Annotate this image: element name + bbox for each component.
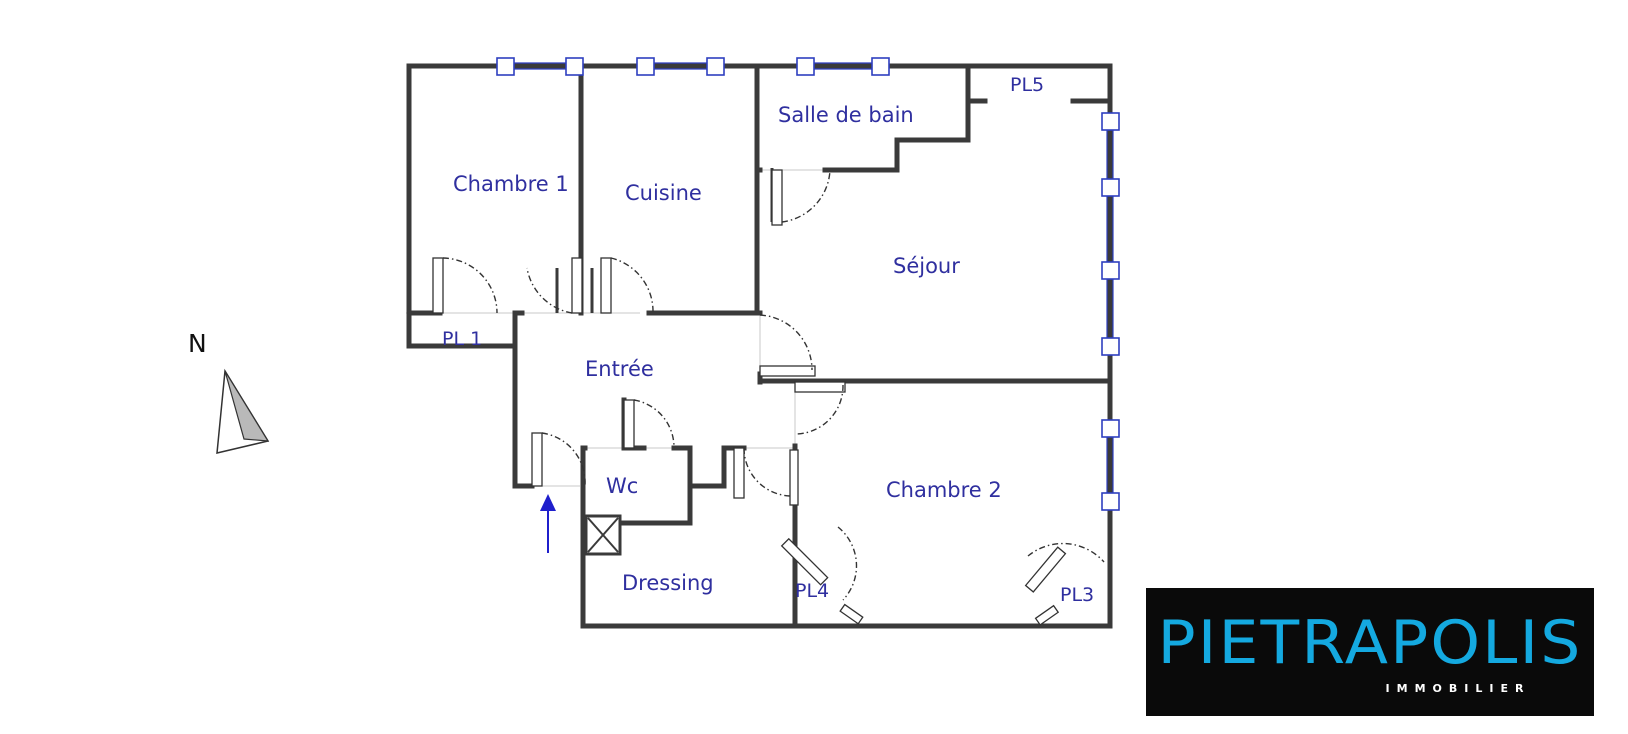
room-label-wc: Wc — [606, 474, 638, 498]
room-label-pl5: PL5 — [1010, 74, 1044, 96]
logo-tagline: IMMOBILIER — [1386, 682, 1531, 695]
entry-arrow — [540, 494, 556, 553]
room-label-salle-de-bain: Salle de bain — [778, 103, 914, 127]
agency-logo: PIETRAPOLIS IMMOBILIER — [1146, 588, 1594, 716]
room-label-pl3: PL3 — [1060, 584, 1094, 606]
room-label-pl1: PL 1 — [442, 328, 482, 350]
room-labels: Chambre 1 Cuisine Salle de bain PL5 Séjo… — [442, 74, 1094, 606]
doors — [432, 169, 1105, 626]
room-label-cuisine: Cuisine — [625, 181, 702, 205]
compass-north-label: N — [188, 329, 207, 358]
room-label-entree: Entrée — [585, 357, 654, 381]
compass: N — [188, 329, 270, 454]
logo-wordmark: PIETRAPOLIS — [1158, 608, 1583, 678]
room-label-dressing: Dressing — [622, 571, 714, 595]
windows — [496, 57, 1120, 511]
duct-box — [584, 514, 622, 556]
room-label-chambre-1: Chambre 1 — [453, 172, 569, 196]
room-label-chambre-2: Chambre 2 — [886, 478, 1002, 502]
room-label-pl4: PL4 — [795, 580, 829, 602]
room-label-sejour: Séjour — [893, 254, 960, 278]
